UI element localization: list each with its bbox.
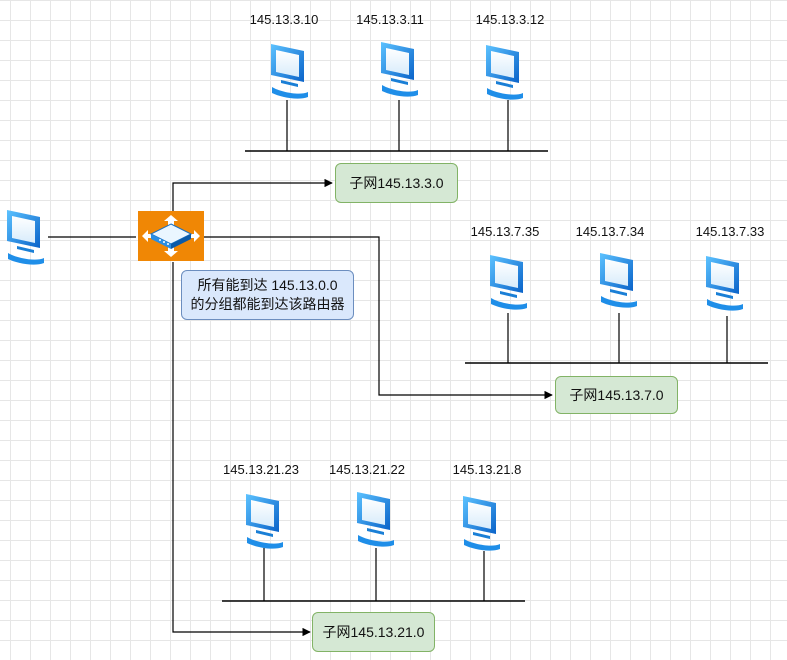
host-ip-label: 145.13.3.11: [356, 12, 424, 27]
monitor-icon: [271, 44, 308, 99]
monitor-icon: [7, 210, 44, 265]
host-drop-lines: [263, 100, 728, 601]
host-ip-label: 145.13.3.12: [475, 12, 545, 27]
host-ip-label: 145.13.7.35: [470, 224, 540, 239]
monitor-icon: [246, 494, 283, 549]
monitor-icon: [600, 253, 637, 308]
connector-subnet-3: [172, 178, 333, 213]
router-note-line1: 所有能到达 145.13.0.0: [197, 277, 338, 293]
host-ip-label: 145.13.21.8: [452, 462, 522, 477]
monitor-icon: [706, 256, 743, 311]
host-ip-label: 145.13.21.22: [329, 462, 405, 477]
monitor-icon: [357, 492, 394, 547]
host-ip-label: 145.13.7.33: [695, 224, 765, 239]
subnet-label-box: 子网145.13.7.0: [555, 376, 678, 414]
router-note-line2: 的分组都能到达该路由器: [190, 296, 345, 312]
monitor-icon: [490, 255, 527, 310]
subnet-label-box: 子网145.13.21.0: [312, 612, 435, 652]
monitor-icon: [381, 42, 418, 97]
connector-subnet-21: [172, 262, 311, 637]
router-icon: [138, 211, 204, 261]
router-note: 所有能到达 145.13.0.0 的分组都能到达该路由器: [181, 270, 354, 320]
host-ip-label: 145.13.3.10: [249, 12, 319, 27]
connector-subnet-7: [204, 236, 553, 400]
host-ip-label: 145.13.7.34: [575, 224, 645, 239]
monitor-icon: [486, 45, 523, 100]
host-ip-label: 145.13.21.23: [223, 462, 299, 477]
monitor-icon: [463, 496, 500, 551]
subnet-label-box: 子网145.13.3.0: [335, 163, 458, 203]
